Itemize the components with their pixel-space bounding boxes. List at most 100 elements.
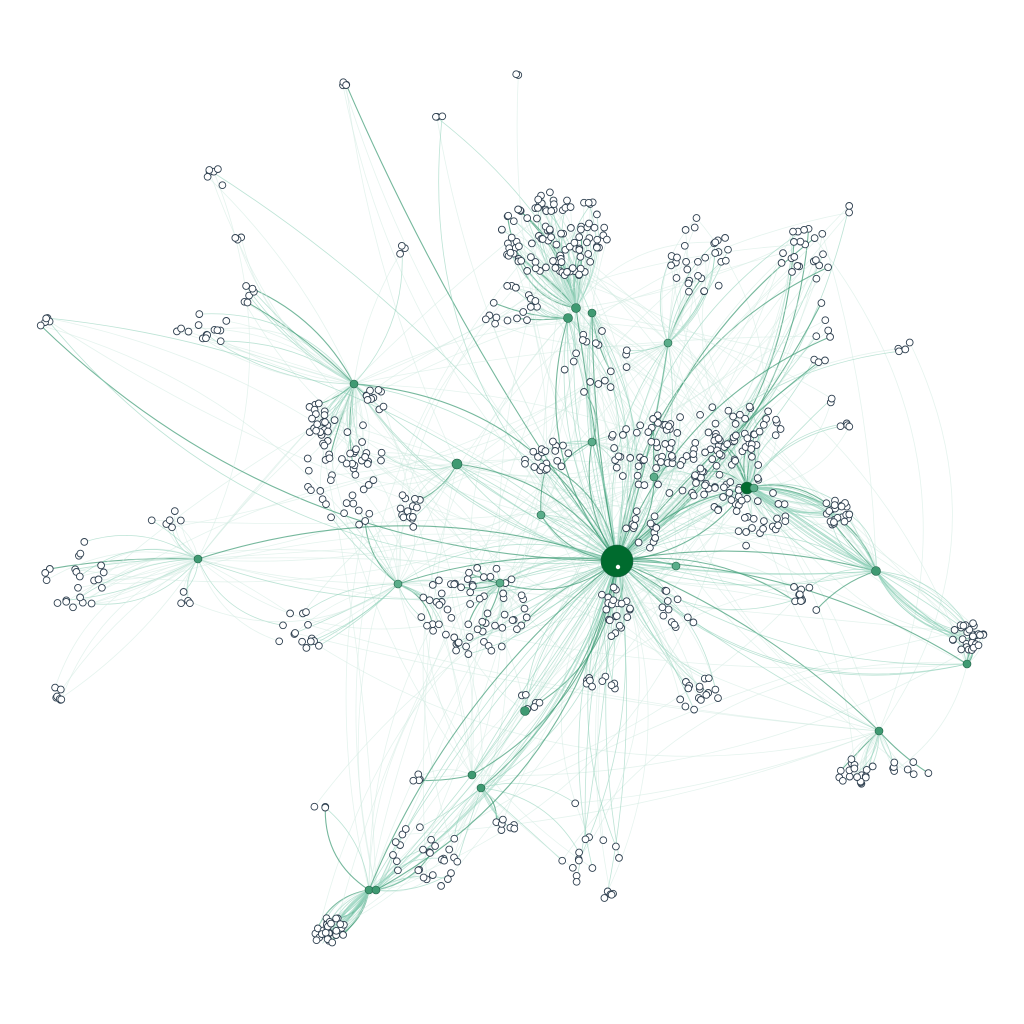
leaf-node xyxy=(366,386,374,395)
leaf-node xyxy=(609,583,618,592)
leaf-node xyxy=(771,431,780,440)
leaf-node xyxy=(692,214,701,222)
leaf-node xyxy=(435,620,443,629)
leaf-node xyxy=(676,413,684,421)
network-edge xyxy=(480,594,800,789)
network-edge xyxy=(169,519,199,560)
leaf-node xyxy=(622,524,630,533)
leaf-node xyxy=(354,506,363,515)
leaf-node xyxy=(552,240,561,249)
leaf-node xyxy=(670,620,679,629)
leaf-node xyxy=(194,321,203,329)
network-edge xyxy=(526,270,569,319)
leaf-node xyxy=(690,705,698,714)
leaf-node xyxy=(521,459,529,468)
network-edge xyxy=(310,583,399,642)
leaf-node xyxy=(731,456,740,465)
leaf-node xyxy=(974,641,983,650)
leaf-node xyxy=(667,261,675,270)
network-edge xyxy=(637,475,748,489)
leaf-node xyxy=(623,613,632,622)
leaf-node xyxy=(796,237,805,246)
leaf-node xyxy=(321,418,329,426)
leaf-node xyxy=(781,517,790,526)
network-edge xyxy=(246,301,355,385)
network-edge xyxy=(667,290,705,344)
leaf-node xyxy=(97,561,105,570)
leaf-node xyxy=(526,303,535,311)
network-edge xyxy=(60,558,199,700)
network-edge xyxy=(616,560,802,610)
leaf-node xyxy=(969,632,977,641)
network-edge xyxy=(76,557,199,573)
leaf-node xyxy=(753,474,762,482)
leaf-node xyxy=(895,347,903,356)
network-edge xyxy=(202,338,355,385)
network-edge xyxy=(753,487,875,574)
leaf-node xyxy=(184,327,193,336)
leaf-node xyxy=(594,380,603,388)
leaf-node xyxy=(454,638,463,647)
leaf-node xyxy=(633,471,642,480)
leaf-node xyxy=(593,235,602,244)
leaf-node xyxy=(689,491,698,500)
network-edge xyxy=(591,312,815,360)
leaf-node xyxy=(812,274,821,283)
leaf-node xyxy=(636,421,645,430)
network-edge xyxy=(368,642,459,891)
network-edge xyxy=(616,560,880,732)
network-edge xyxy=(375,560,618,891)
leaf-node xyxy=(773,514,781,523)
leaf-node xyxy=(413,503,421,512)
leaf-node xyxy=(711,419,720,428)
network-edge xyxy=(198,324,355,385)
leaf-node xyxy=(549,437,557,446)
leaf-node xyxy=(696,410,704,419)
leaf-node xyxy=(364,481,373,489)
leaf-node xyxy=(617,599,626,608)
network-edge xyxy=(616,560,968,675)
leaf-node xyxy=(231,234,240,242)
hub-node xyxy=(467,770,477,780)
leaf-node xyxy=(425,596,434,605)
leaf-node xyxy=(523,214,532,222)
leaf-node xyxy=(248,284,257,293)
leaf-node xyxy=(147,516,156,525)
leaf-node xyxy=(423,621,431,630)
leaf-node xyxy=(466,600,474,608)
leaf-node xyxy=(697,696,705,704)
network-edge xyxy=(353,245,403,385)
leaf-node xyxy=(861,773,870,782)
network-edge xyxy=(331,342,669,943)
network-edge xyxy=(244,301,542,516)
leaf-node xyxy=(369,476,378,484)
network-edge xyxy=(237,239,355,385)
leaf-node xyxy=(619,431,627,439)
leaf-node xyxy=(520,604,529,613)
leaf-node xyxy=(901,345,910,354)
network-edge xyxy=(353,383,618,562)
leaf-node xyxy=(585,219,593,228)
leaf-node xyxy=(535,698,544,707)
hub-node xyxy=(193,554,203,564)
leaf-node xyxy=(726,478,735,486)
leaf-node xyxy=(714,434,723,443)
leaf-node xyxy=(478,617,487,626)
leaf-node xyxy=(419,873,428,882)
leaf-node xyxy=(510,824,519,833)
leaf-node xyxy=(202,334,210,343)
leaf-node xyxy=(684,279,693,288)
network-edge xyxy=(753,487,874,572)
network-edge xyxy=(653,422,663,478)
leaf-node xyxy=(769,489,777,497)
network-edge xyxy=(294,583,399,635)
leaf-node xyxy=(692,479,700,487)
leaf-node xyxy=(662,587,671,595)
leaf-node xyxy=(727,496,736,504)
leaf-node xyxy=(793,262,802,270)
leaf-node xyxy=(36,321,45,330)
network-edge xyxy=(197,171,250,560)
leaf-node xyxy=(704,428,713,437)
leaf-node xyxy=(836,422,845,431)
leaf-node xyxy=(74,583,82,592)
